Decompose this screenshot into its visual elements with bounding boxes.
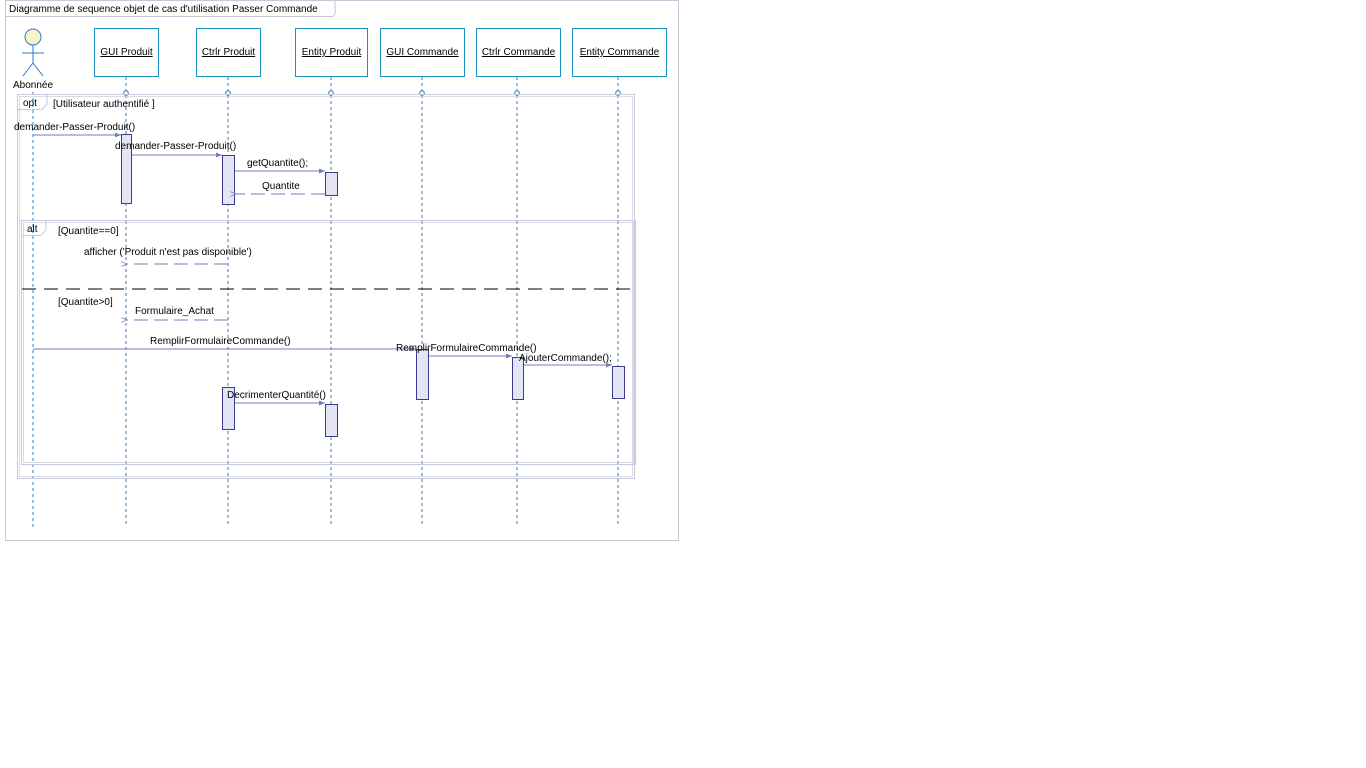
actor-label: Abonnée — [13, 80, 53, 91]
object-gui-commande — [380, 28, 465, 77]
activation-ctrl-produit-1 — [222, 155, 235, 205]
diagram-frame — [5, 0, 679, 541]
object-label-entity-produit: Entity Produit — [302, 47, 362, 58]
object-label-gui-produit: GUI Produit — [100, 47, 152, 58]
object-ctrl-commande — [476, 28, 561, 77]
fragment-alt — [21, 220, 636, 465]
message-label-7: RemplirFormulaireCommande() — [150, 336, 291, 347]
fragment-alt-guard-1: [Quantite==0] — [58, 226, 119, 237]
object-entity-commande — [572, 28, 667, 77]
actor-head — [24, 28, 42, 46]
message-label-9: AjouterCommande(); — [519, 353, 612, 364]
activation-gui-commande-1 — [416, 349, 429, 400]
fragment-opt-guard: [Utilisateur authentifié ] — [53, 99, 155, 110]
activation-entity-produit-1 — [325, 172, 338, 196]
fragment-alt-operator: alt — [27, 224, 38, 235]
message-label-8: RemplirFormulaireCommande() — [396, 343, 537, 354]
message-label-10: DecrimenterQuantité() — [227, 390, 326, 401]
activations — [121, 134, 625, 437]
fragment-opt — [17, 94, 635, 479]
object-label-ctrl-produit: Ctrlr Produit — [202, 47, 256, 58]
message-label-5: afficher ('Produit n'est pas disponible'… — [84, 247, 252, 258]
object-label-ctrl-commande: Ctrlr Commande — [482, 47, 556, 58]
activation-gui-produit-1 — [121, 134, 132, 204]
message-label-2: demander-Passer-Produit() — [115, 141, 236, 152]
fragment-alt-guard-2: [Quantite>0] — [58, 297, 113, 308]
activation-entity-commande-1 — [612, 366, 625, 399]
object-entity-produit — [295, 28, 368, 77]
object-ctrl-produit — [196, 28, 261, 77]
message-label-6: Formulaire_Achat — [135, 306, 214, 317]
fragment-opt-operator: opt — [23, 98, 37, 109]
actor-abonnee — [22, 28, 44, 77]
diagram-title: Diagramme de sequence objet de cas d'uti… — [9, 4, 318, 15]
activation-ctrl-commande-1 — [512, 357, 524, 400]
object-label-gui-commande: GUI Commande — [386, 47, 459, 58]
diagram-title-tab — [5, 0, 336, 17]
object-gui-produit — [94, 28, 159, 77]
messages — [33, 132, 612, 406]
message-label-3: getQuantite(); — [247, 158, 308, 169]
object-label-entity-commande: Entity Commande — [580, 47, 660, 58]
object-boxes — [94, 28, 667, 77]
activation-entity-produit-2 — [325, 404, 338, 437]
message-label-1: demander-Passer-Produit() — [14, 122, 135, 133]
activation-ctrl-produit-2 — [222, 387, 235, 430]
message-label-4: Quantite — [262, 181, 300, 192]
